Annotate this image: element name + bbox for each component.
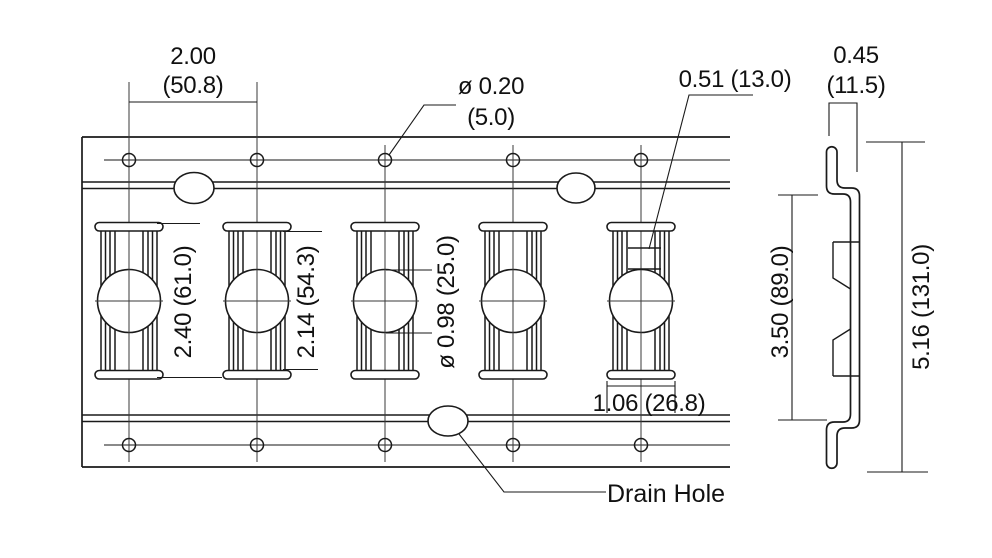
dim-slot-outer-length: 2.40 (61.0) [170, 246, 197, 359]
dim-circle-diameter: ø 0.98 (25.0) [433, 235, 460, 369]
hole-row-centerlines [104, 159, 730, 446]
tab-contact-box [628, 247, 661, 270]
dim-hole-diameter-in: ø 0.20 [458, 73, 524, 100]
dim-hole-spacing-in: 2.00 [170, 43, 216, 70]
oval-hole-top-left [173, 171, 215, 205]
dim-side-total [866, 141, 928, 473]
slot-groups [94, 82, 676, 463]
dim-slot-inner-length: 2.14 (54.3) [293, 246, 320, 359]
side-view: 0.45 (11.5) 3.50 (89.0) 5.16 (131.0) [767, 42, 935, 473]
dim-flange-depth-in: 0.45 [833, 42, 879, 69]
side-profile [825, 145, 861, 470]
leader-tab-width [648, 94, 753, 250]
drain-hole-label: Drain Hole [607, 480, 725, 508]
front-view [81, 82, 730, 468]
dim-hole-diameter-mm: (5.0) [467, 104, 515, 131]
drain-hole-oval [427, 405, 469, 437]
leader-hole-diameter [388, 104, 456, 156]
leader-drain-hole [458, 433, 606, 493]
oval-holes [173, 171, 596, 437]
dim-side-total-label: 5.16 (131.0) [908, 244, 935, 370]
oval-hole-top-right [556, 172, 596, 204]
dim-side-span [778, 194, 827, 421]
dim-flange-depth-mm: (11.5) [826, 72, 885, 99]
side-tabs [832, 241, 860, 377]
rail-outline [81, 136, 730, 468]
dim-tab-width: 0.51 (13.0) [679, 66, 792, 93]
dim-bracket-flange-depth [828, 102, 858, 172]
dim-side-span-label: 3.50 (89.0) [767, 246, 794, 359]
dim-slot-width: 1.06 (26.8) [593, 390, 706, 417]
front-view-dimensions: 2.00 (50.8) ø 0.20 (5.0) 0.51 (13.0) 2.4… [129, 43, 792, 508]
dim-hole-spacing-mm: (50.8) [163, 72, 224, 99]
mounting-holes [121, 152, 649, 453]
